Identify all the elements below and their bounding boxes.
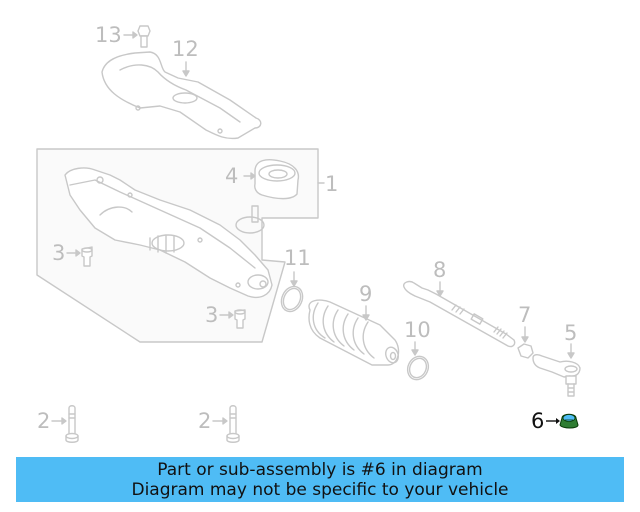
callout-1[interactable]: 1 [325,172,339,196]
callout-3-left[interactable]: 3 [52,241,66,265]
inner-tie-rod-8-icon[interactable] [403,280,516,348]
jam-nut-7-icon[interactable] [517,343,534,359]
callout-3-right[interactable]: 3 [205,303,219,327]
plug-3-right-icon[interactable] [234,309,246,329]
bolt-13-icon[interactable] [137,25,151,48]
callout-2-right[interactable]: 2 [198,409,212,433]
mount-bushing-4-icon[interactable] [254,159,300,200]
nut-6-highlighted-icon[interactable] [546,413,579,429]
heat-shield-12-icon[interactable] [101,51,262,140]
plug-3-left-icon[interactable] [81,246,93,267]
callout-9[interactable]: 9 [359,282,373,306]
callout-11[interactable]: 11 [284,246,311,270]
banner-line-disclaimer: Diagram may not be specific to your vehi… [131,480,509,500]
callout-10[interactable]: 10 [404,318,431,342]
info-banner: Part or sub-assembly is #6 in diagram Di… [16,457,624,502]
banner-line-part-number: Part or sub-assembly is #6 in diagram [157,460,483,480]
rack-boot-9-icon[interactable] [308,299,400,366]
callout-6-highlighted[interactable]: 6 [531,409,545,433]
outer-tie-rod-end-5-icon[interactable] [532,353,581,397]
callout-12[interactable]: 12 [172,37,199,61]
steering-rack-icon[interactable] [64,167,273,299]
boot-clamp-11-icon[interactable] [277,283,306,315]
boot-clamp-10-icon[interactable] [404,353,432,383]
callout-7[interactable]: 7 [518,303,532,327]
callout-5[interactable]: 5 [564,321,578,345]
callout-4[interactable]: 4 [225,164,239,188]
callout-13[interactable]: 13 [95,23,122,47]
bolt-2-right-icon[interactable] [226,405,240,443]
callout-8[interactable]: 8 [433,258,447,282]
callout-2-left[interactable]: 2 [37,409,51,433]
bolt-2-left-icon[interactable] [65,405,79,443]
